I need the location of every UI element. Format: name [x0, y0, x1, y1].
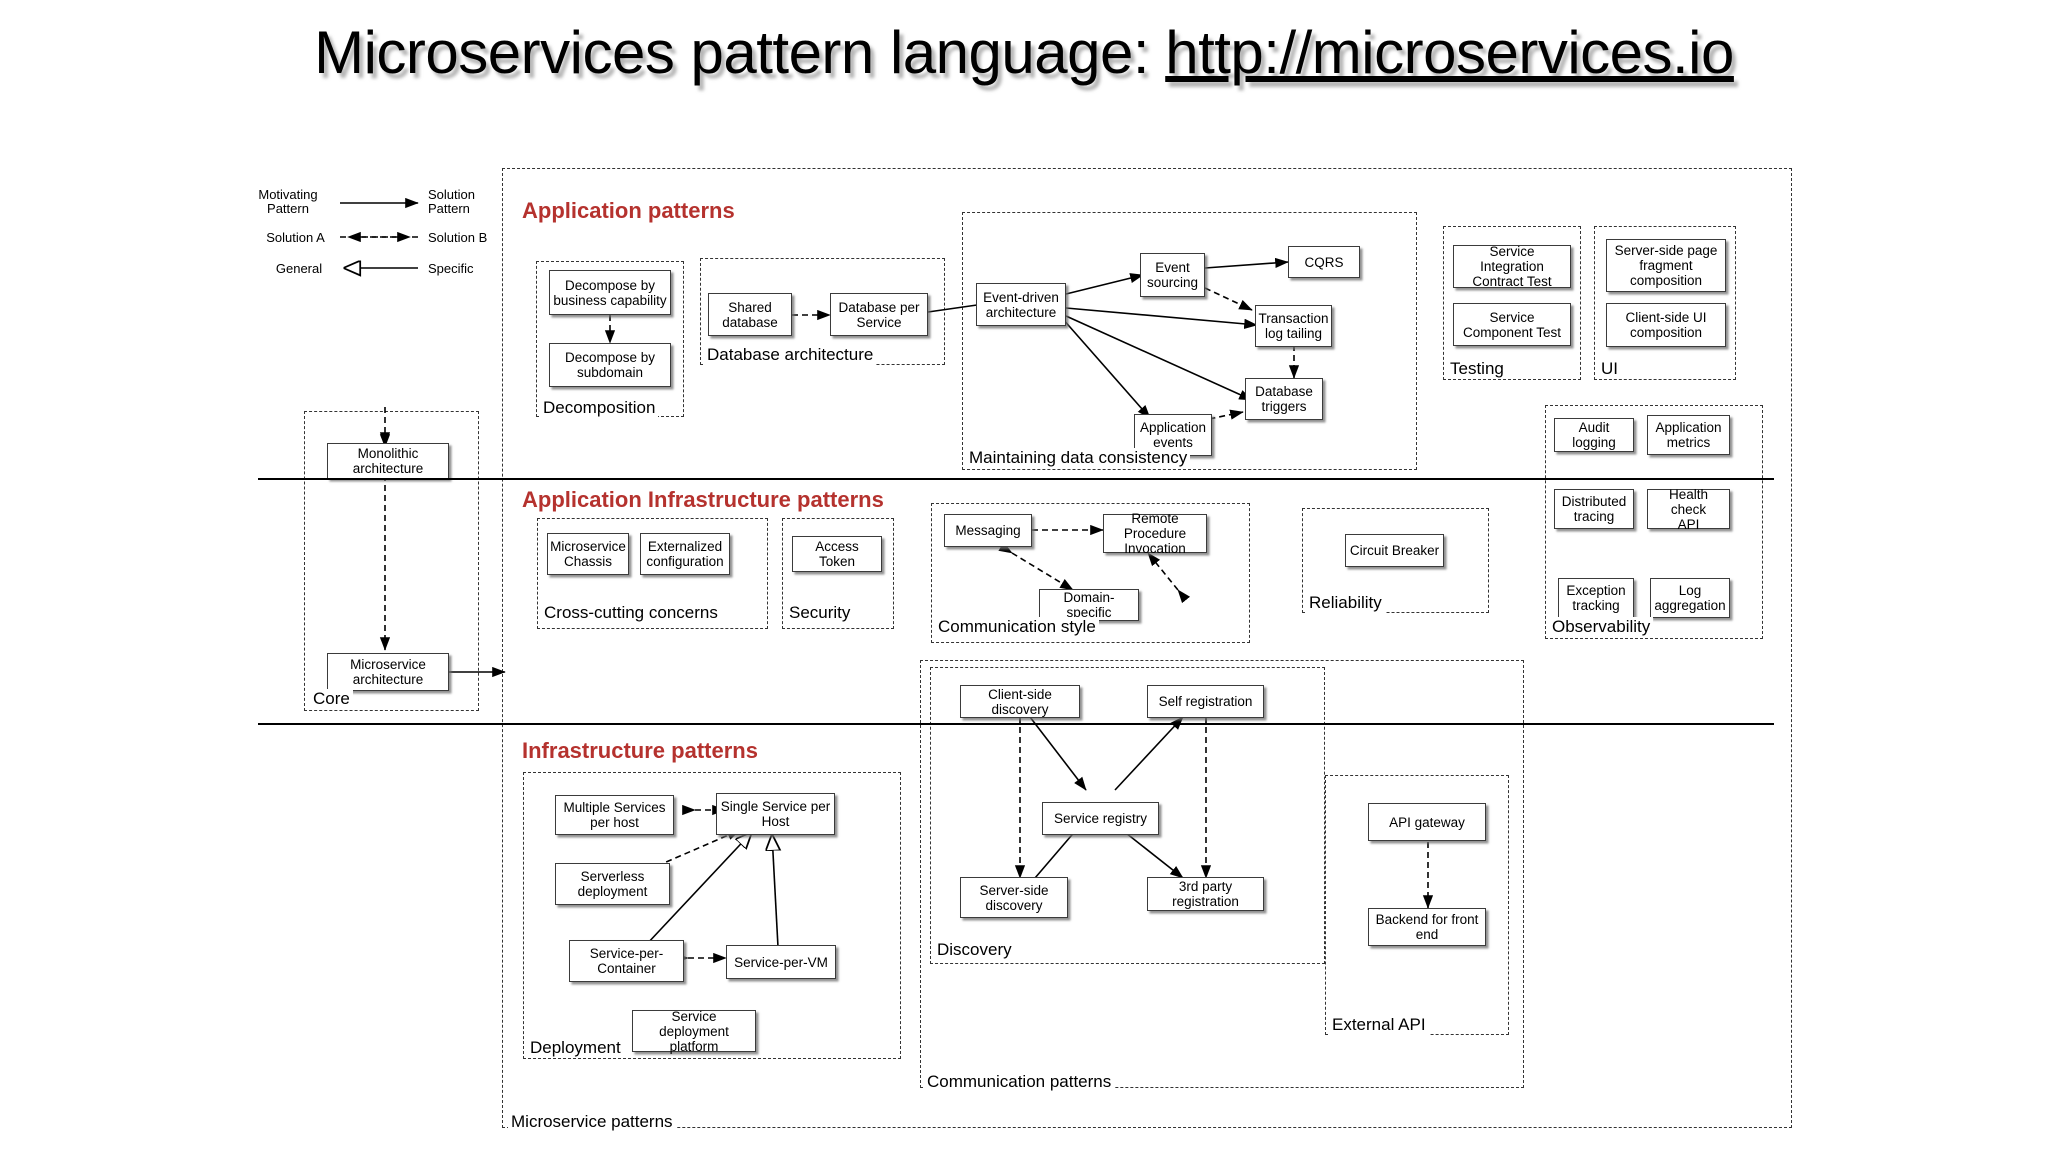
group-ui — [1594, 226, 1736, 380]
group-label-communication-patterns: Communication patterns — [924, 1072, 1115, 1092]
group-communication-style — [931, 503, 1250, 643]
node-audit-logging[interactable]: Audit logging — [1554, 418, 1634, 452]
title-text: Microservices pattern language: — [314, 19, 1166, 86]
group-label-reliability: Reliability — [1306, 593, 1385, 613]
group-core — [304, 411, 479, 711]
node-messaging[interactable]: Messaging — [944, 514, 1032, 547]
node-service-registry[interactable]: Service registry — [1042, 802, 1159, 835]
group-communication-patterns — [920, 660, 1524, 1088]
group-reliability — [1302, 508, 1489, 613]
group-label-testing: Testing — [1447, 359, 1507, 379]
group-deployment — [523, 772, 901, 1059]
group-discovery — [930, 667, 1325, 964]
divider-infrastructure — [258, 723, 1774, 726]
group-observability — [1545, 405, 1763, 639]
section-heading-application-patterns: Application patterns — [522, 198, 735, 223]
group-label-discovery: Discovery — [934, 940, 1015, 960]
node-circuit-breaker[interactable]: Circuit Breaker — [1345, 534, 1444, 567]
node-cqrs[interactable]: CQRS — [1288, 246, 1360, 278]
legend-solution-b-label: Solution B — [428, 230, 488, 245]
group-label-database-architecture: Database architecture — [704, 345, 877, 365]
node-self-registration[interactable]: Self registration — [1147, 685, 1264, 718]
group-label-microservice-patterns: Microservice patterns — [508, 1112, 676, 1132]
group-label-communication-style: Communication style — [935, 617, 1099, 637]
group-label-decomposition: Decomposition — [540, 398, 659, 418]
group-label-deployment: Deployment — [527, 1038, 624, 1058]
group-label-cross-cutting-concerns: Cross-cutting concerns — [541, 603, 721, 623]
section-heading-application-infrastructure-patterns: Application Infrastructure patterns — [522, 487, 884, 512]
legend-solution-pattern-label: Solution Pattern — [428, 187, 475, 216]
node-service-per-container[interactable]: Service-per-Container — [569, 940, 684, 982]
node-3rd-party-registration[interactable]: 3rd party registration — [1147, 877, 1264, 911]
group-label-external-api: External API — [1329, 1015, 1429, 1035]
group-security — [782, 518, 894, 629]
node-backend-for-front-end[interactable]: Backend for front end — [1368, 908, 1486, 946]
legend-solution-a-label: Solution A — [266, 230, 325, 245]
node-access-token[interactable]: Access Token — [792, 536, 882, 572]
page-title: Microservices pattern language: http://m… — [0, 18, 2048, 87]
group-maintaining-data-consistency — [962, 212, 1417, 470]
group-testing — [1443, 226, 1581, 380]
group-label-observability: Observability — [1549, 617, 1654, 637]
microservices-io-link[interactable]: http://microservices.io — [1165, 19, 1734, 86]
divider-application-infrastructure — [258, 478, 1774, 481]
group-label-core: Core — [310, 689, 353, 709]
node-domain-specific[interactable]: Domain-specific — [1039, 589, 1139, 621]
legend-motivating-pattern-label: Motivating Pattern — [258, 187, 318, 216]
group-cross-cutting-concerns — [537, 518, 768, 629]
legend-general-label: General — [275, 261, 323, 276]
section-heading-infrastructure-patterns: Infrastructure patterns — [522, 738, 758, 763]
group-label-ui: UI — [1598, 359, 1621, 379]
legend-specific-label: Specific — [428, 261, 474, 276]
node-api-gateway[interactable]: API gateway — [1368, 803, 1486, 841]
group-label-maintaining-data-consistency: Maintaining data consistency — [966, 448, 1191, 468]
group-label-security: Security — [786, 603, 854, 623]
node-service-per-vm[interactable]: Service-per-VM — [726, 945, 836, 979]
group-microservice-patterns — [502, 168, 1792, 1128]
node-client-side-discovery[interactable]: Client-side discovery — [960, 685, 1080, 718]
